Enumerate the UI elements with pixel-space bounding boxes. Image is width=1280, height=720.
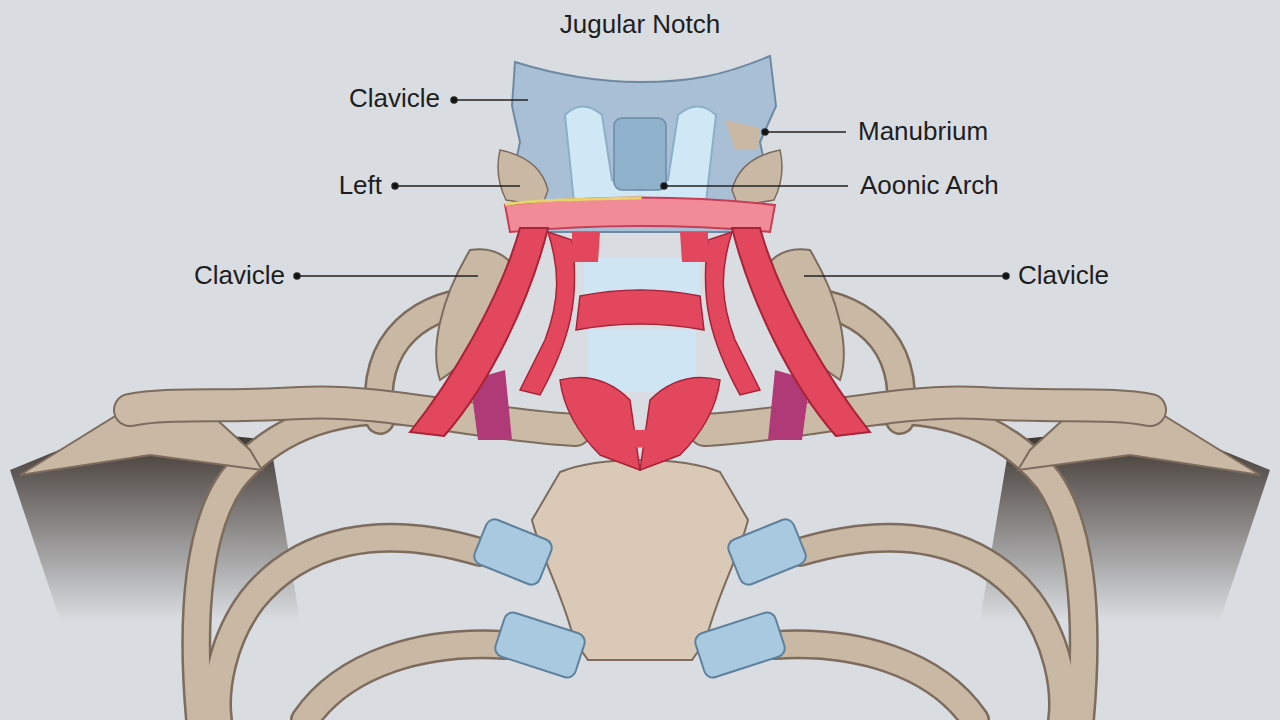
costal-cartilage [493, 610, 587, 680]
rib-group [196, 300, 1083, 720]
rib [305, 644, 505, 720]
leader-line [765, 131, 846, 133]
part-label: Manubrium [858, 117, 988, 147]
leader-line [664, 185, 848, 187]
title-label: Jugular Notch [560, 10, 720, 40]
leader-dot [762, 129, 768, 135]
part-label: Clavicle [194, 261, 285, 291]
aortic-vessel [600, 420, 680, 448]
manubrium-notch [725, 120, 760, 150]
part-label: Left [339, 171, 382, 201]
aortic-vessel [560, 378, 640, 471]
arch-edge [505, 195, 640, 205]
leader-dot [661, 183, 667, 189]
costal-cartilage [693, 610, 787, 680]
aortic-vessel [640, 378, 720, 471]
leader-line [454, 99, 528, 101]
aortic-vessel [410, 228, 548, 436]
leader-group [294, 97, 1009, 279]
leader-dot [294, 273, 300, 279]
aortic-vessel [732, 228, 870, 436]
aortic-branch [572, 232, 708, 262]
leader-dot [392, 183, 398, 189]
clavicle-head [732, 150, 782, 206]
clavicle-head [498, 150, 548, 206]
rib [775, 644, 975, 720]
trachea-column [614, 118, 666, 190]
leader-dot [451, 97, 457, 103]
leader-line [395, 185, 520, 187]
rib [775, 644, 975, 720]
part-label: Clavicle [1018, 261, 1109, 291]
arch-band [505, 198, 775, 233]
part-label: Aoonic Arch [860, 171, 999, 201]
costal-cartilage [472, 517, 555, 588]
cartilage-group [472, 517, 809, 680]
rib-fills [196, 300, 1083, 720]
rib [305, 644, 505, 720]
rib-outlines [196, 300, 1083, 720]
aortic-vessel [705, 232, 760, 395]
sternum-edge [590, 659, 690, 661]
part-label: Clavicle [349, 84, 440, 114]
clavicle-group [130, 402, 1150, 430]
costal-cartilage [726, 517, 809, 588]
leader-dot [1003, 273, 1009, 279]
aortic-arch [576, 290, 704, 330]
leader-line [297, 275, 478, 277]
aortic-vessel [520, 232, 575, 395]
leader-line [804, 275, 1006, 277]
